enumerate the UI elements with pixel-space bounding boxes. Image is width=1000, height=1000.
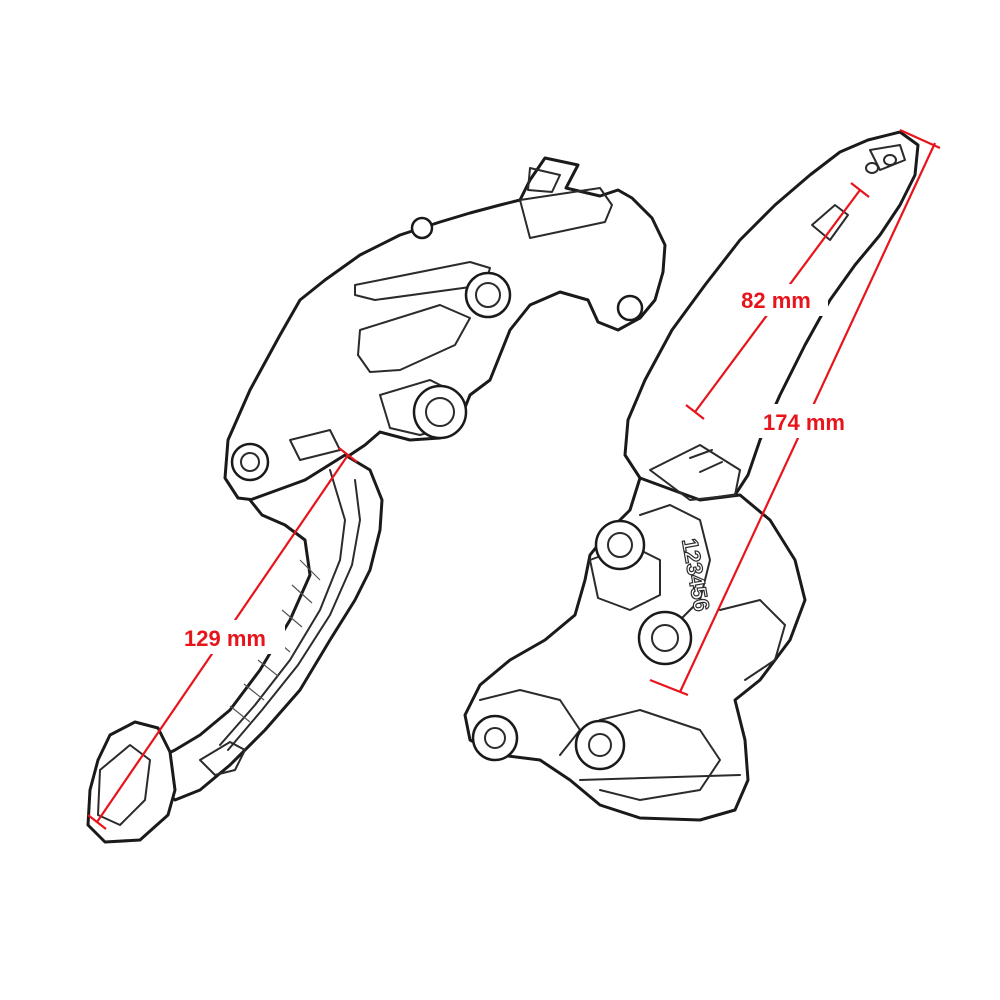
right-lever-mount-hole-right xyxy=(574,719,626,771)
left-lever-tip xyxy=(86,720,177,844)
left-lever-pivot-bolt xyxy=(464,271,512,319)
left-lever-mount xyxy=(223,156,667,502)
right-lever-pivot-bolt xyxy=(594,519,646,571)
right-lever-mount-hole-left xyxy=(471,714,519,762)
left-lever-rear-bolt xyxy=(230,442,270,482)
left-lever-blade xyxy=(148,453,384,802)
dimension-129mm: 129 mm xyxy=(87,447,358,830)
right-lever-mount xyxy=(463,476,807,822)
left-lever-adjuster-bolt xyxy=(412,384,468,440)
dimension-174mm: 174 mm xyxy=(649,128,941,697)
dimension-82mm: 82 mm xyxy=(685,182,870,420)
left-lever-drawing xyxy=(86,156,667,844)
right-lever-adjuster-bolt xyxy=(637,610,693,666)
dimension-label-129: 129 mm xyxy=(184,626,266,651)
dimension-label-174: 174 mm xyxy=(763,410,845,435)
dimension-label-82: 82 mm xyxy=(741,288,811,313)
